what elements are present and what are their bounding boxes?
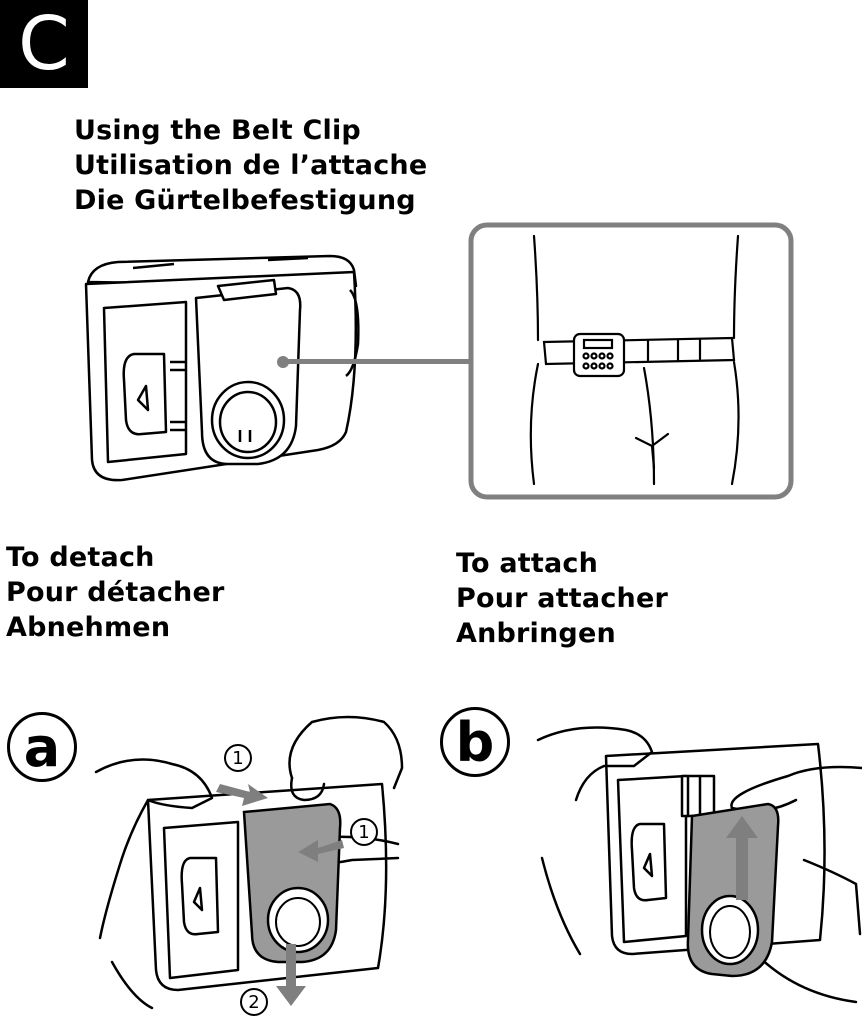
attach-english: To attach — [456, 548, 599, 579]
recorder-with-clip-illustration — [78, 250, 368, 490]
attach-german: Anbringen — [456, 618, 616, 649]
connector-line — [284, 359, 470, 364]
detach-heading: To detach Pour détacher Abnehmen — [6, 540, 225, 645]
detach-french: Pour détacher — [6, 577, 225, 608]
detach-german: Abnehmen — [6, 612, 171, 643]
page-title: Using the Belt Clip Utilisation de l’att… — [74, 113, 427, 218]
detach-hand-illustration — [92, 708, 412, 1018]
step-b-marker: b — [440, 707, 510, 777]
attach-heading: To attach Pour attacher Anbringen — [456, 546, 668, 651]
section-badge: C — [0, 0, 88, 88]
callout-step-1-side: 1 — [350, 818, 378, 846]
title-german: Die Gürtelbefestigung — [74, 185, 416, 216]
person-with-belt-illustration — [468, 222, 794, 500]
step-a-marker: a — [7, 712, 77, 782]
attach-french: Pour attacher — [456, 583, 668, 614]
callout-step-1-top: 1 — [224, 744, 252, 772]
title-french: Utilisation de l’attache — [74, 150, 428, 181]
detach-english: To detach — [6, 542, 155, 573]
callout-step-2: 2 — [240, 988, 268, 1016]
attach-hand-illustration — [536, 704, 862, 1020]
title-english: Using the Belt Clip — [74, 115, 361, 146]
